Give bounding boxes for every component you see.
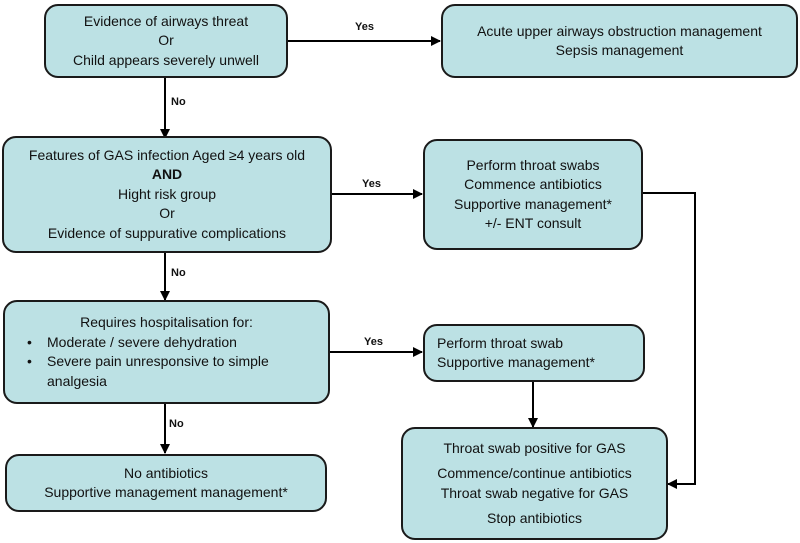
edge-label-no-3: No — [169, 418, 184, 430]
node-swabs-antibiotics: Perform throat swabs Commence antibiotic… — [423, 139, 643, 250]
node-text: Features of GAS infection Aged ≥4 years … — [28, 146, 306, 163]
node-gas-features: Features of GAS infection Aged ≥4 years … — [2, 136, 332, 253]
node-text: No antibiotics — [123, 464, 209, 481]
node-text: Perform throat swabs — [466, 156, 600, 173]
edge-label-yes-2: Yes — [362, 178, 381, 190]
node-text: Throat swab positive for GAS — [443, 439, 626, 456]
criteria-item: Severe pain unresponsive to simple analg… — [27, 352, 287, 391]
node-airway-threat: Evidence of airways threat Or Child appe… — [44, 4, 288, 78]
node-text: Commence/continue antibiotics — [437, 465, 632, 481]
node-text: Stop antibiotics — [487, 510, 582, 526]
node-text: Sepsis management — [555, 42, 684, 58]
node-text: Supportive management management* — [44, 484, 288, 500]
node-text: Throat swab negative for GAS — [440, 484, 629, 501]
edge-label-yes-1: Yes — [355, 21, 374, 33]
criteria-list: Moderate / severe dehydration Severe pai… — [5, 333, 328, 392]
edge-label-yes-3: Yes — [364, 336, 383, 348]
node-text: Or — [158, 32, 174, 49]
node-swab-result: Throat swab positive for GAS Commence/co… — [401, 427, 668, 540]
node-hospitalisation: Requires hospitalisation for: Moderate /… — [3, 300, 330, 404]
edge-label-no-1: No — [171, 96, 186, 108]
node-text: Perform throat swab — [437, 334, 564, 351]
node-text-and: AND — [151, 166, 183, 183]
node-text: Commence antibiotics — [464, 176, 602, 192]
arrow-antibiotics-to-result — [642, 192, 696, 489]
node-text: Supportive management* — [437, 354, 595, 370]
node-text: Evidence of suppurative complications — [47, 224, 287, 241]
node-text: Evidence of airways threat — [83, 12, 249, 29]
node-title: Requires hospitalisation for: — [80, 314, 253, 330]
node-no-antibiotics: No antibiotics Supportive management man… — [5, 454, 327, 512]
node-text: Supportive management* — [454, 195, 612, 212]
node-acute-management: Acute upper airways obstruction manageme… — [441, 4, 798, 78]
node-text: Hight risk group — [117, 185, 217, 202]
criteria-item: Moderate / severe dehydration — [27, 333, 328, 353]
node-swab-supportive: Perform throat swab Supportive managemen… — [423, 324, 645, 382]
node-text: Acute upper airways obstruction manageme… — [477, 22, 762, 39]
node-text: +/- ENT consult — [484, 215, 582, 231]
node-text: Child appears severely unwell — [73, 51, 259, 68]
node-text: Or — [159, 205, 175, 222]
edge-label-no-2: No — [171, 267, 186, 279]
